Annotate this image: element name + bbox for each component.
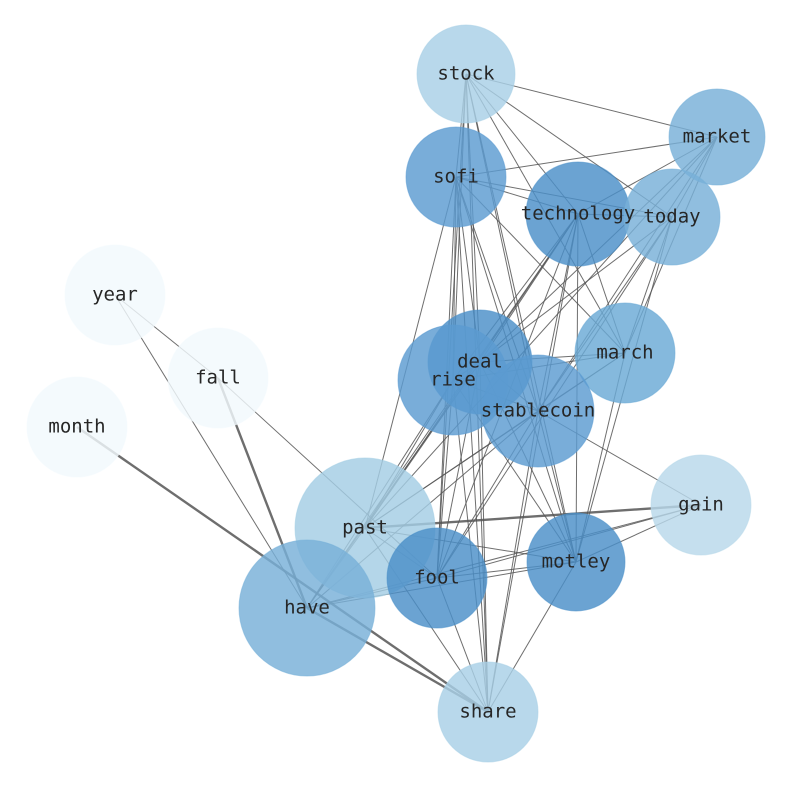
graph-node-stock[interactable]: [416, 24, 516, 124]
graph-node-have[interactable]: [238, 539, 376, 677]
graph-node-today[interactable]: [623, 168, 721, 266]
graph-node-motley[interactable]: [526, 512, 626, 612]
graph-node-sofi[interactable]: [405, 126, 507, 228]
graph-node-month[interactable]: [26, 376, 128, 478]
graph-node-fall[interactable]: [167, 327, 269, 429]
graph-edge: [455, 176, 489, 713]
graph-node-share[interactable]: [437, 661, 539, 763]
graph-node-technology[interactable]: [525, 161, 631, 267]
graph-node-stablecoin[interactable]: [481, 354, 595, 468]
graph-node-year[interactable]: [64, 244, 166, 346]
graph-node-march[interactable]: [574, 302, 676, 404]
node-layer: [26, 24, 766, 763]
graph-node-fool[interactable]: [386, 527, 488, 629]
graph-node-gain[interactable]: [650, 454, 752, 556]
graph-node-market[interactable]: [668, 88, 766, 186]
